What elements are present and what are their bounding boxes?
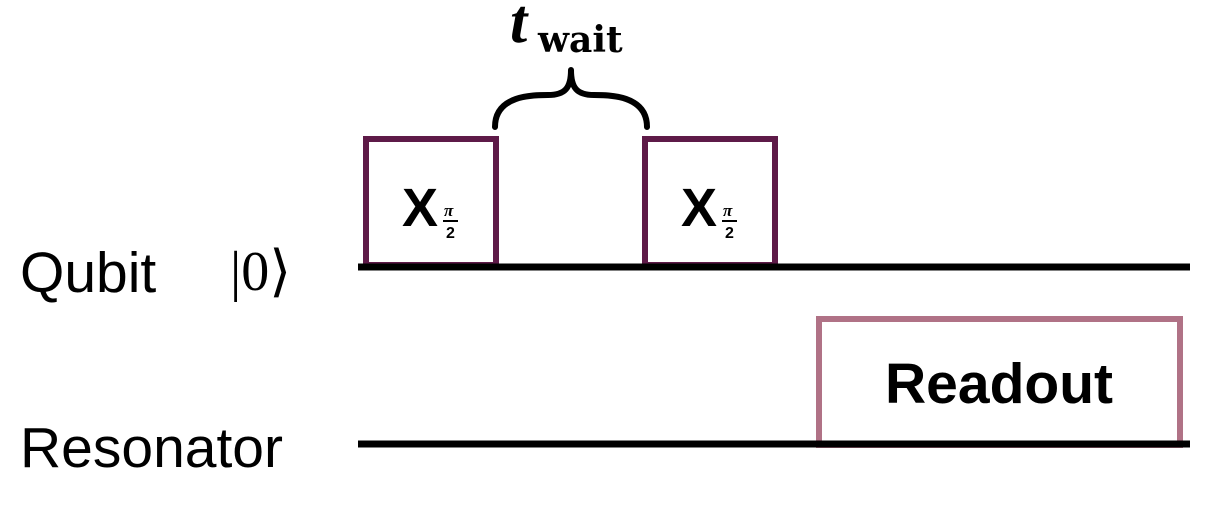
gate-angle-denominator: 2 xyxy=(446,225,455,242)
wait-brace xyxy=(492,67,650,130)
wait-time-symbol: t xyxy=(510,0,529,56)
wait-time-subscript: wait xyxy=(537,19,623,61)
qubit-label: Qubit xyxy=(20,241,156,305)
qubit-initial-state: |0⟩ xyxy=(230,241,291,303)
gate-symbol: X xyxy=(681,178,717,238)
gate-angle-numerator: π xyxy=(444,201,454,220)
readout-pulse: Readout xyxy=(816,316,1183,448)
readout-label: Readout xyxy=(885,352,1113,416)
wait-time-label: t wait xyxy=(510,0,623,61)
gate-angle-numerator: π xyxy=(723,201,733,220)
x-pi-half-gate-2: X π 2 xyxy=(642,136,778,268)
gate-angle-denominator: 2 xyxy=(725,225,734,242)
resonator-label: Resonator xyxy=(20,416,283,480)
x-pi-half-gate-1: X π 2 xyxy=(363,136,499,268)
gate-symbol: X xyxy=(402,178,438,238)
